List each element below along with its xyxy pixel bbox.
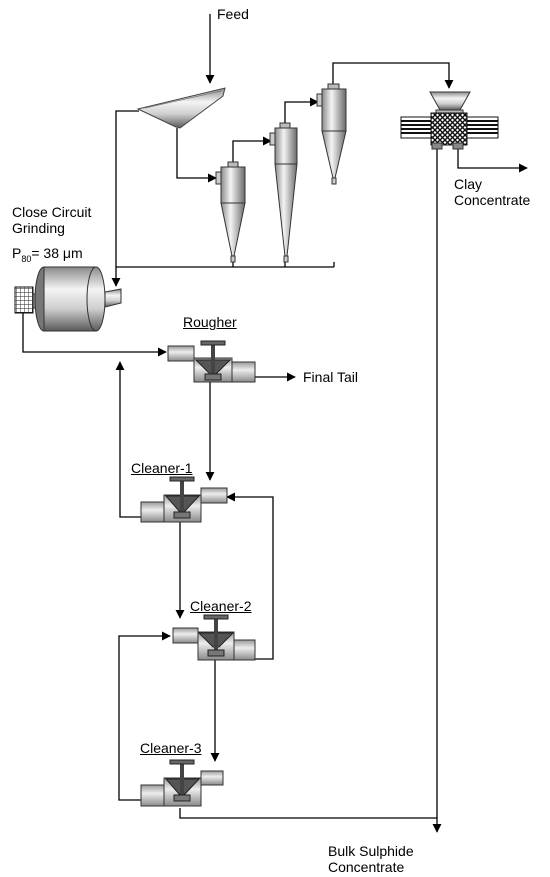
grinding-label-line2: Grinding [12, 220, 65, 236]
rougher-label: Rougher [183, 314, 237, 330]
ball-mill [14, 266, 122, 332]
p80-subscript: 80 [21, 253, 32, 264]
screen-recycle-line [115, 110, 139, 267]
cyclone1-to-cyclone2-line [232, 136, 272, 165]
screen-to-cyclone1-line [176, 128, 217, 183]
magnetic-separator [400, 91, 499, 150]
bulk-sulphide-label: Bulk Sulphide Concentrate [328, 843, 414, 875]
cleaner3-concentrate-line [179, 808, 442, 833]
clay-concentrate-line1: Clay [454, 176, 483, 192]
vibrating-screen [136, 87, 226, 129]
cleaner2-flotation-cell [172, 614, 256, 661]
cleaner3-label: Cleaner-3 [140, 740, 202, 756]
cleaner1-flotation-cell [140, 476, 228, 523]
cleaner2-label: Cleaner-2 [190, 598, 252, 614]
mill-to-rougher-line [22, 312, 167, 357]
cyclone-1 [215, 161, 246, 263]
clay-concentrate-line [457, 148, 528, 173]
grinding-label-line1: Close Circuit [12, 204, 92, 220]
cyclone3-to-magsep-line [332, 62, 454, 89]
underflow-to-mill-line [116, 262, 335, 286]
p80-main: P [12, 245, 22, 261]
cyclone-2 [269, 122, 298, 263]
feed-label: Feed [217, 6, 249, 22]
bulk-sulphide-line2: Concentrate [328, 859, 405, 875]
grinding-label: Close Circuit Grinding [12, 204, 91, 236]
cleaner1-tail-to-rougher-line [115, 361, 141, 518]
clay-concentrate-line2: Concentrate [454, 192, 531, 208]
rougher-flotation-cell [167, 340, 256, 383]
final-tail-label: Final Tail [303, 369, 358, 385]
cyclone-3 [316, 83, 347, 185]
cleaner3-flotation-cell [140, 759, 224, 807]
cleaner2-tail-to-cleaner1-line [226, 492, 274, 660]
cleaner1-label: Cleaner-1 [131, 460, 193, 476]
clay-concentrate-label: Clay Concentrate [454, 176, 530, 208]
p80-label: P80= 38 μm [12, 245, 83, 267]
p80-value: = 38 μm [31, 245, 83, 261]
cyclone2-to-cyclone3-line [284, 97, 319, 126]
bulk-sulphide-line1: Bulk Sulphide [328, 843, 414, 859]
cleaner3-tail-to-cleaner2-line [118, 631, 171, 801]
